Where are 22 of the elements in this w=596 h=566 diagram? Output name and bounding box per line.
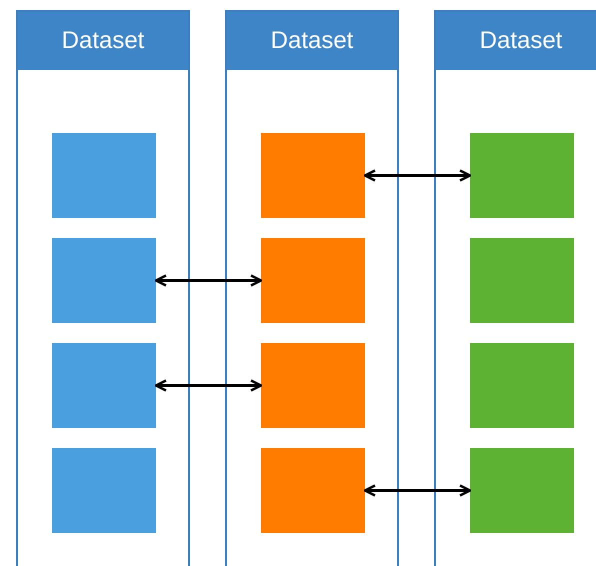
data-block [261, 238, 365, 323]
data-block [52, 133, 156, 218]
dataset-column [434, 10, 596, 566]
data-block [470, 238, 574, 323]
data-block [52, 448, 156, 533]
data-block [52, 343, 156, 428]
double-arrow [154, 274, 262, 287]
data-block [52, 238, 156, 323]
data-block [470, 133, 574, 218]
data-block [261, 343, 365, 428]
data-block [261, 133, 365, 218]
header-title: Dataset [62, 26, 144, 56]
data-block [261, 448, 365, 533]
data-block [470, 343, 574, 428]
double-arrow [364, 484, 472, 497]
dataset-column [16, 10, 190, 566]
header-title: Dataset [270, 26, 354, 56]
data-block [470, 448, 574, 533]
double-arrow [364, 169, 472, 182]
dataset-column [225, 10, 399, 566]
header-title: Dataset [480, 26, 562, 56]
double-arrow [154, 379, 262, 392]
